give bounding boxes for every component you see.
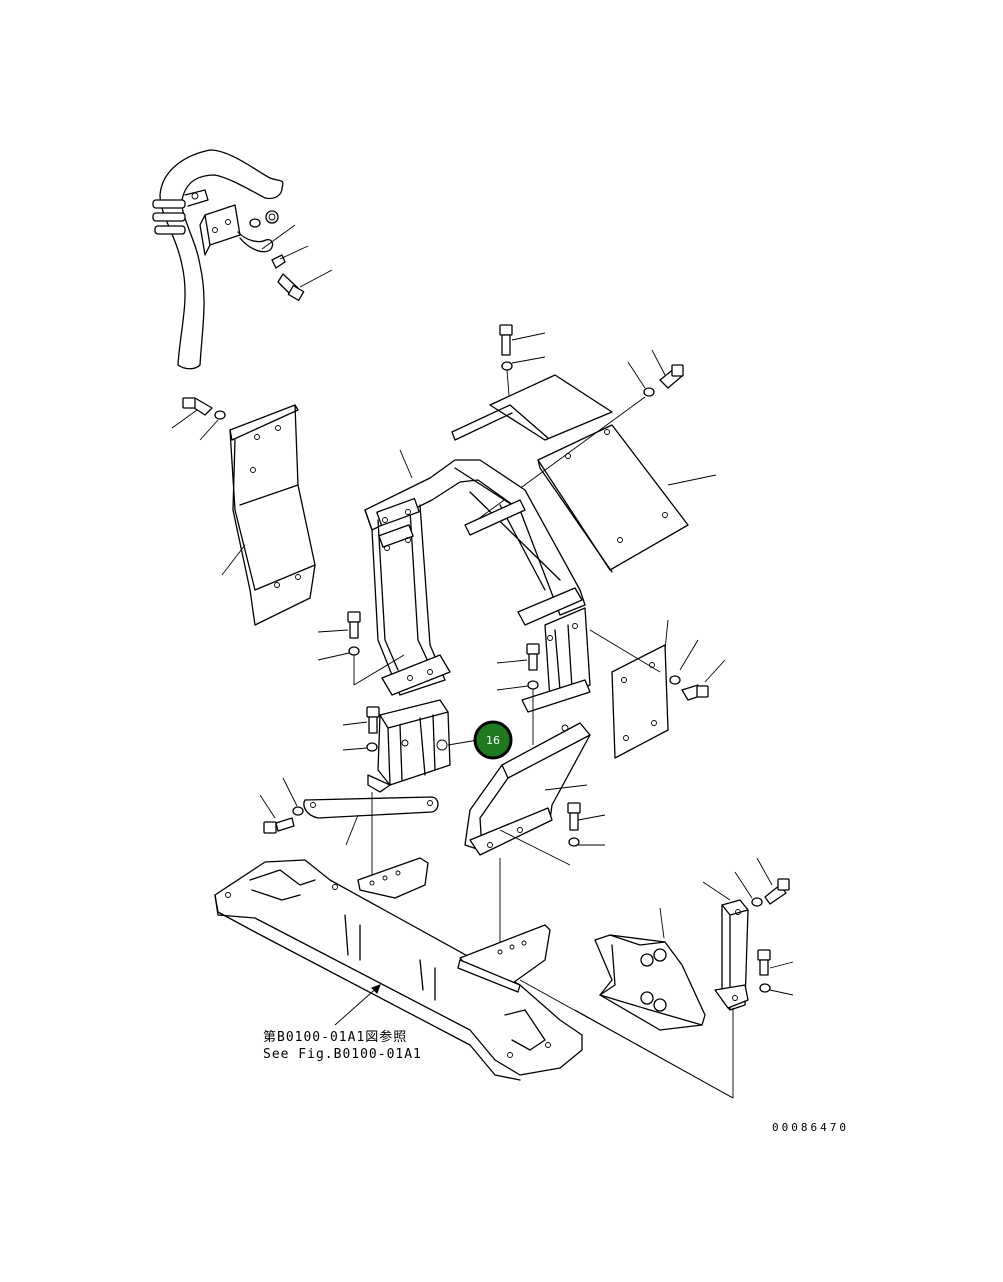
bolt	[659, 364, 684, 389]
nut	[265, 210, 279, 224]
figure-reference: 第B0100-01A1図参照 See Fig.B0100-01A1	[263, 1029, 422, 1062]
frame-bracket-upper	[357, 857, 429, 899]
drawing-number: 00086470	[772, 1121, 849, 1134]
mount-plate-vertical	[714, 899, 749, 1011]
frame-bracket-lower	[457, 924, 551, 993]
bolt	[347, 611, 361, 639]
reference-text-jp: 第B0100-01A1図参照	[263, 1029, 407, 1045]
washer	[759, 983, 771, 993]
guard-cover	[594, 934, 706, 1031]
bolt	[526, 643, 540, 671]
chassis-cross-member	[214, 859, 583, 1081]
bolt	[567, 802, 581, 831]
front-cover-plate	[537, 424, 689, 573]
washer	[568, 837, 580, 847]
callout-label: 16	[486, 734, 500, 747]
reference-text-en: See Fig.B0100-01A1	[263, 1047, 422, 1062]
washer	[292, 806, 304, 816]
washer	[751, 897, 763, 907]
washer	[214, 410, 226, 420]
spring-washer	[271, 254, 286, 269]
bolt	[757, 949, 771, 976]
bolt	[277, 273, 305, 301]
washer	[527, 680, 539, 690]
bolt	[182, 397, 213, 416]
washer	[366, 742, 378, 752]
bolt	[366, 706, 380, 734]
hose-assembly	[152, 149, 284, 370]
washer	[643, 387, 655, 397]
side-cover-plate	[229, 404, 316, 626]
side-plate-right	[611, 644, 669, 759]
top-cover-plate	[451, 374, 613, 441]
bolt	[764, 878, 790, 905]
washer	[501, 361, 513, 371]
mount-bracket-left	[367, 699, 451, 793]
shim-plate	[303, 796, 439, 819]
washer	[348, 646, 360, 656]
bolt	[263, 817, 295, 834]
callout-circle[interactable]	[473, 720, 513, 760]
main-frame	[364, 459, 591, 713]
bolt	[499, 324, 513, 356]
callout-16[interactable]: 16	[473, 720, 513, 760]
washer	[669, 675, 681, 685]
washer	[249, 218, 261, 228]
mount-bracket-right	[464, 722, 591, 856]
bolt	[681, 684, 709, 701]
hose-bracket	[199, 204, 274, 256]
